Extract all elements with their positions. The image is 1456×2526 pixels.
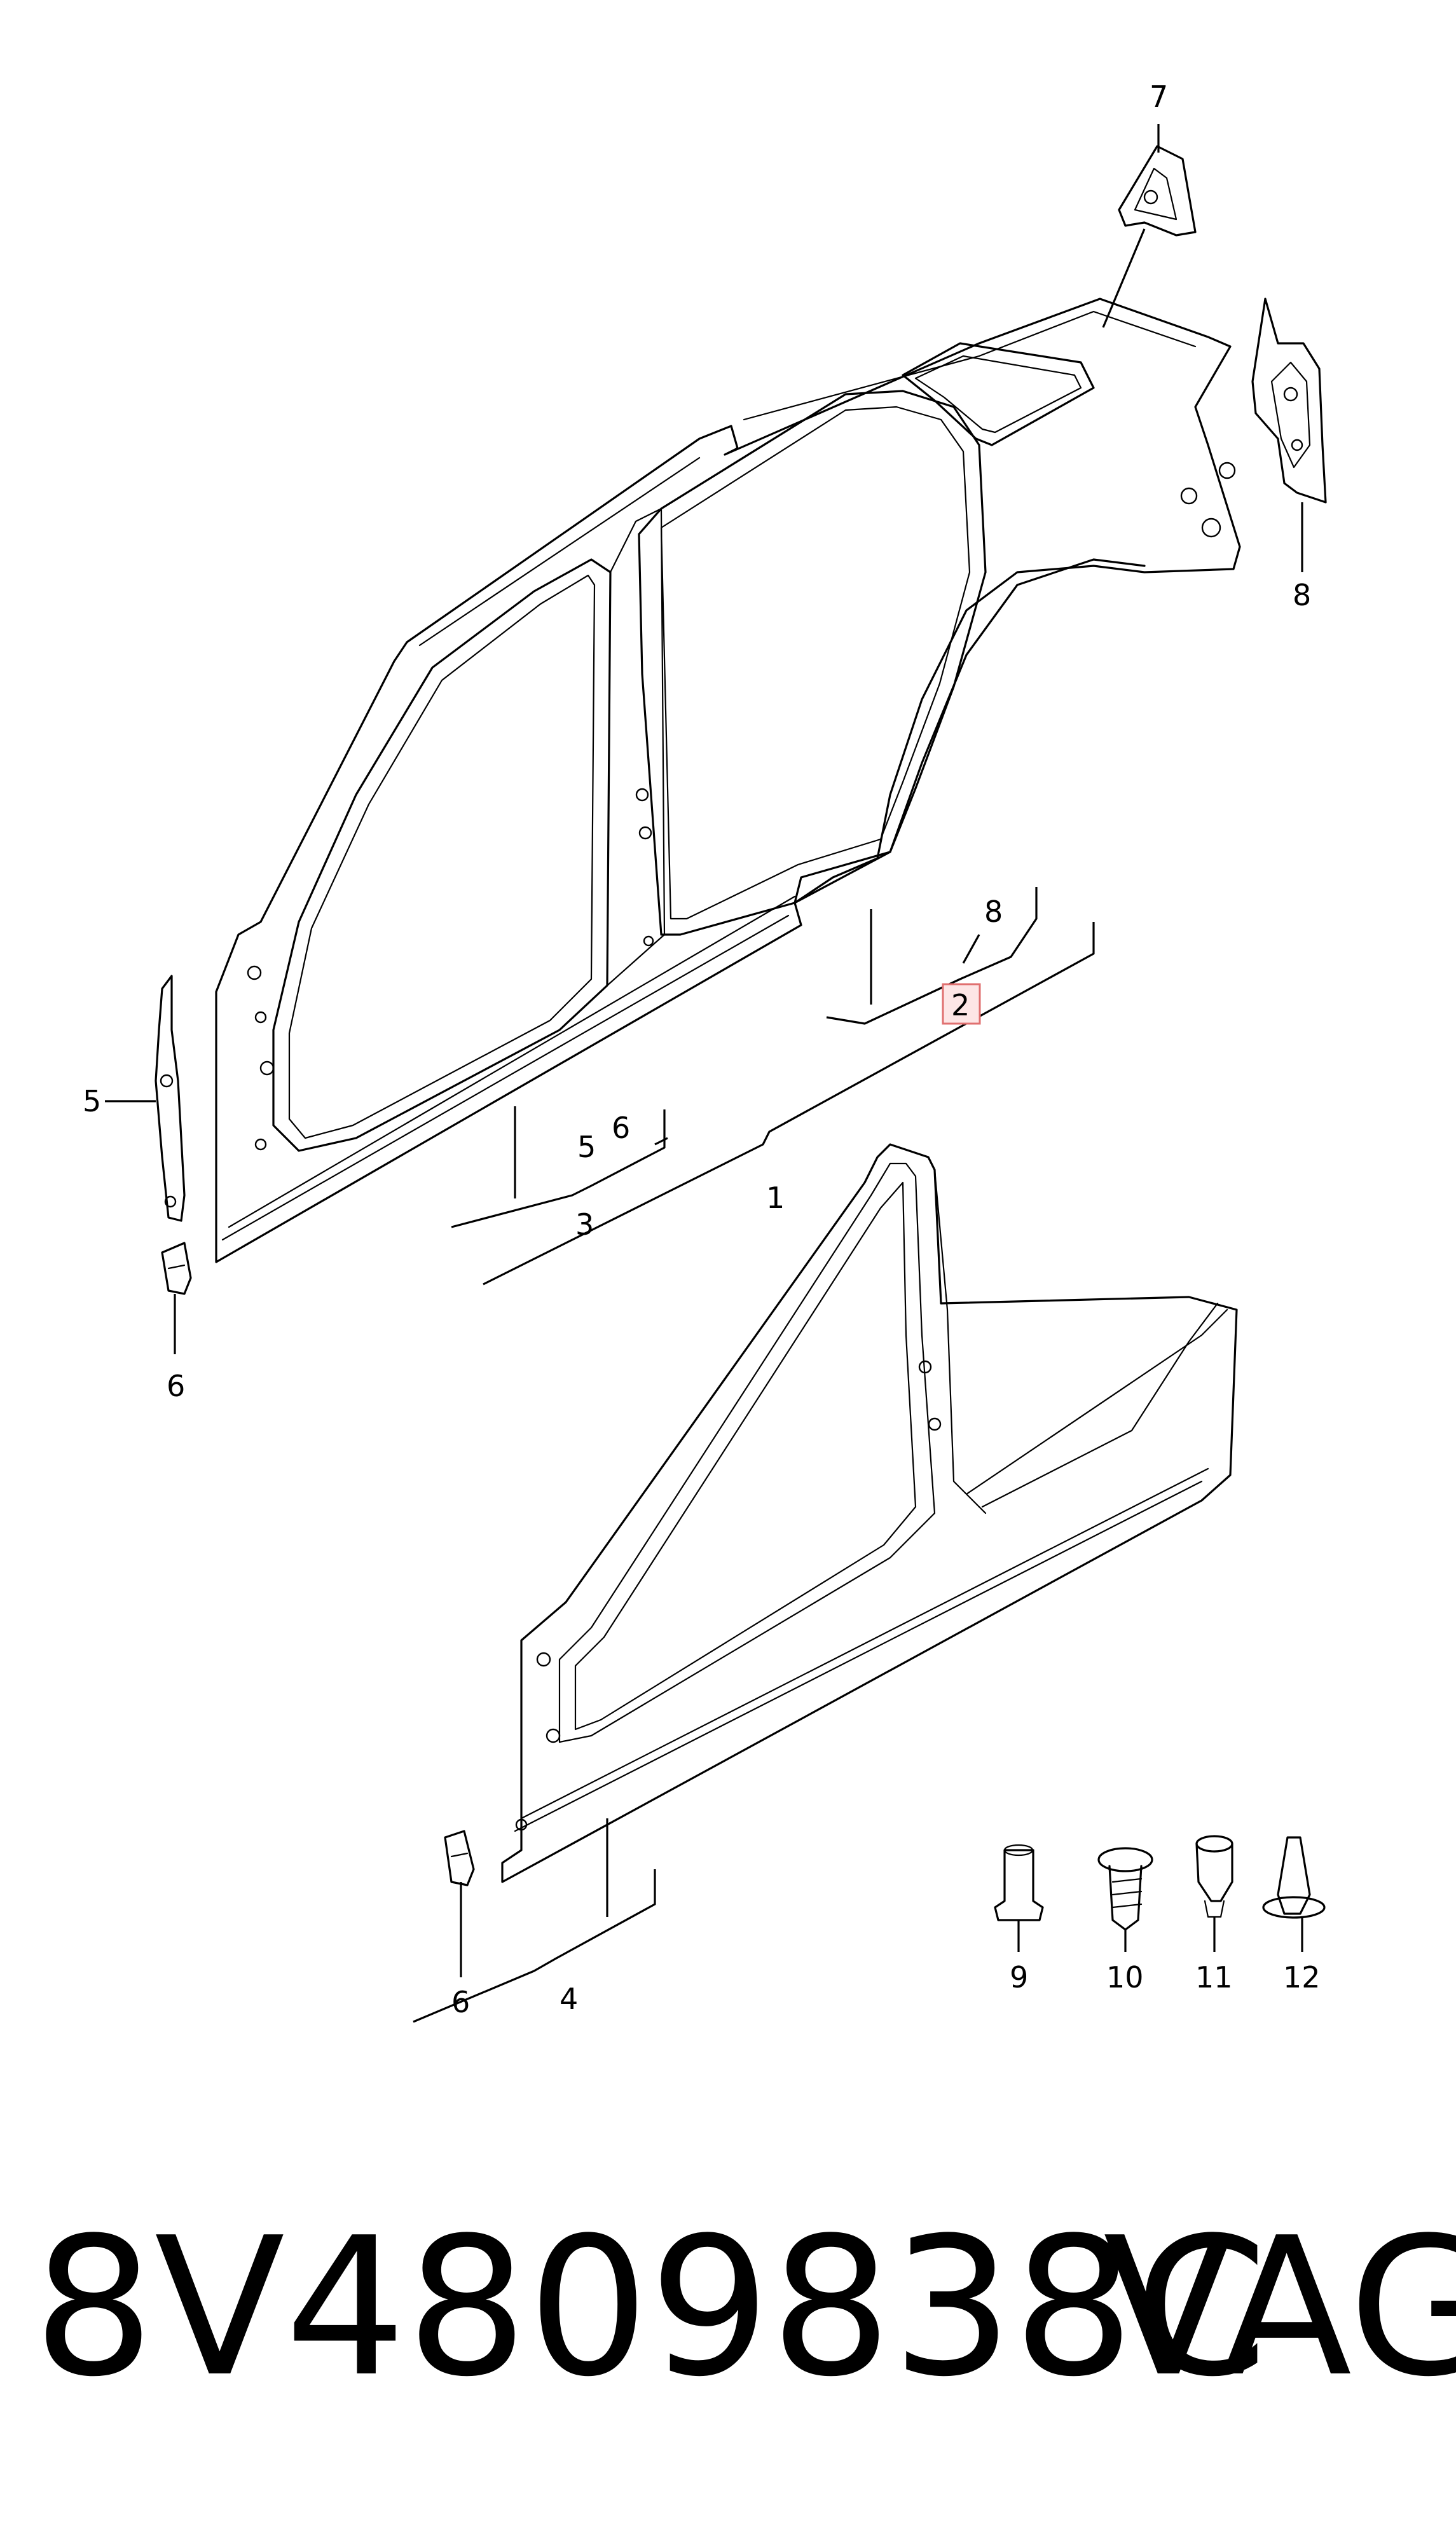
brand-label: VAG [1103,2197,1456,2419]
leader-lines [105,124,1303,2023]
part-6-clip-a [161,1242,192,1295]
part-8-bracket [1251,298,1327,504]
callout-9[interactable]: 9 [1010,1960,1028,1994]
side-panel-outer [215,298,1241,1263]
callout-11[interactable]: 11 [1195,1960,1233,1994]
part-4-inner-panel [501,1143,1238,1883]
part-7-bracket [1118,145,1197,237]
part-5-reinforcement [155,975,186,1222]
callout-12[interactable]: 12 [1283,1960,1321,1994]
part-10-screw [1097,1847,1153,1931]
callout-6-lower[interactable]: 6 [451,1985,470,2019]
callout-2-highlight [942,983,981,1025]
part-number-label: 8V4809838C [33,2197,1268,2419]
part-12-rivet [1262,1836,1326,1919]
callout-8-mid[interactable]: 8 [984,895,1003,929]
callout-5-mid[interactable]: 5 [577,1130,596,1164]
callout-6-mid[interactable]: 6 [612,1111,630,1145]
callout-3[interactable]: 3 [575,1207,594,1242]
callout-10[interactable]: 10 [1106,1960,1144,1994]
callout-5-left[interactable]: 5 [83,1084,101,1118]
callout-2[interactable]: 2 [951,988,970,1022]
callout-8-top[interactable]: 8 [1293,578,1311,612]
callout-1[interactable]: 1 [766,1181,785,1215]
callout-7[interactable]: 7 [1150,79,1168,114]
part-11-clip [1195,1835,1233,1918]
callout-4[interactable]: 4 [560,1982,578,2016]
part-6-clip-b [444,1830,475,1886]
callout-6-left[interactable]: 6 [167,1369,185,1403]
part-9-nut [994,1844,1044,1921]
